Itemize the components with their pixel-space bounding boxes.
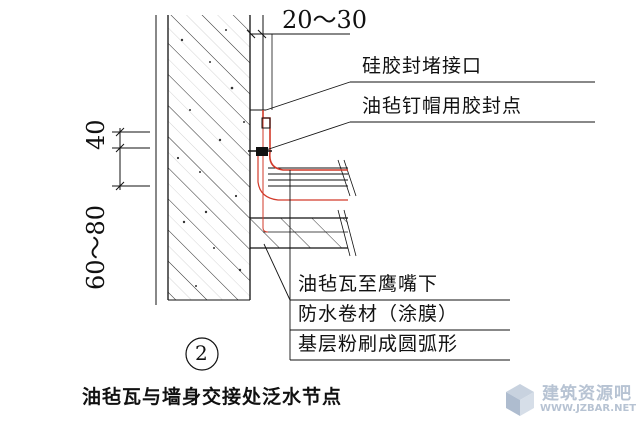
top-dimension-label: 20～30 bbox=[282, 6, 368, 34]
upper-callout-leaders bbox=[265, 81, 595, 151]
watermark-logo-icon bbox=[506, 384, 534, 416]
dimension-large-label: 60～80 bbox=[82, 204, 110, 290]
dimension-small-label: 40 bbox=[82, 119, 110, 150]
roof-slab bbox=[250, 209, 357, 257]
lower-callout-leaders bbox=[263, 170, 510, 361]
drawing-caption: 油毡瓦与墙身交接处泛水节点 bbox=[82, 386, 343, 408]
top-dimension-leader bbox=[246, 15, 350, 110]
wall-outer-skin bbox=[249, 15, 266, 111]
callout-seal-joint: 硅胶封堵接口 bbox=[362, 55, 483, 77]
roof-tile-layers bbox=[268, 159, 357, 197]
callout-tile: 油毡瓦至鹰嘴下 bbox=[298, 273, 439, 295]
detail-number-circle bbox=[185, 337, 219, 371]
waterproof-membrane bbox=[257, 110, 348, 233]
sealant-and-nail bbox=[248, 117, 272, 156]
detail-number: 2 bbox=[195, 341, 208, 365]
callout-membrane: 防水卷材（涂膜） bbox=[298, 303, 459, 325]
left-dimension-chain bbox=[112, 127, 150, 191]
watermark-en: WWW.JZBAR.NET bbox=[540, 403, 637, 414]
watermark-cn: 建筑资源吧 bbox=[542, 384, 632, 404]
callout-nail-cap: 油毡钉帽用胶封点 bbox=[362, 95, 523, 117]
concrete-wall bbox=[167, 15, 251, 301]
callout-base-plaster: 基层粉刷成圆弧形 bbox=[298, 333, 459, 355]
watermark: 建筑资源吧 WWW.JZBAR.NET bbox=[500, 373, 638, 429]
